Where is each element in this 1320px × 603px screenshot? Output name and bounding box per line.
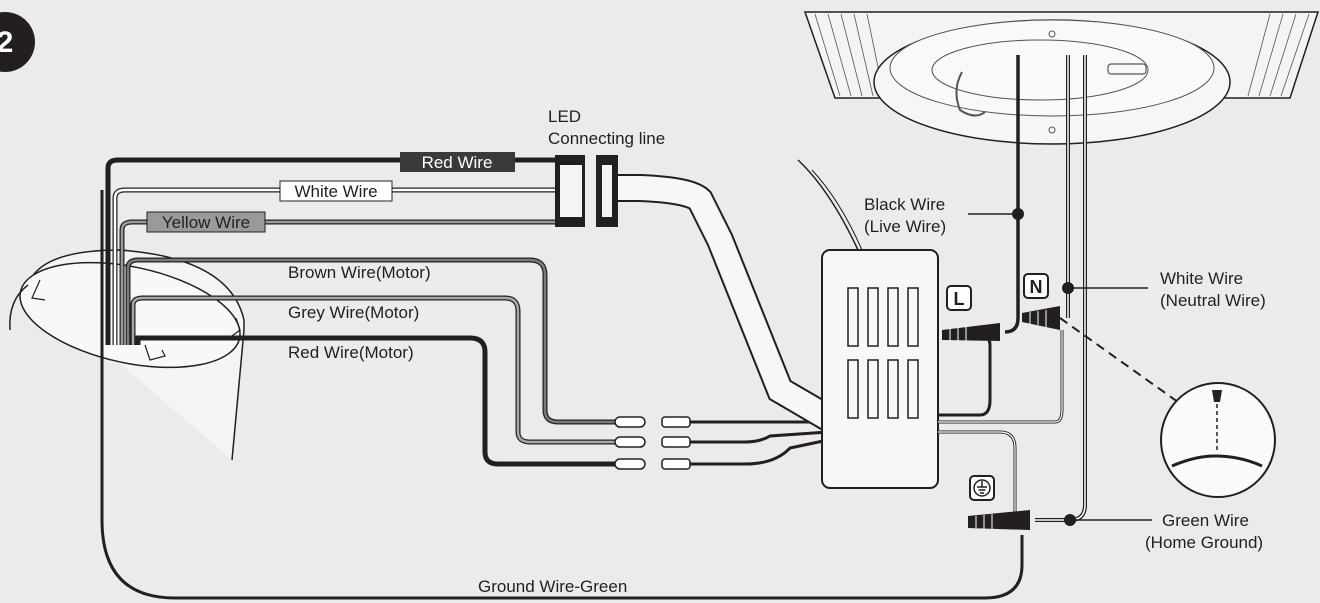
step-badge: 2 xyxy=(0,12,35,72)
yellow-wire-tag: Yellow Wire xyxy=(146,211,266,233)
led-label-line2: Connecting line xyxy=(548,129,665,148)
svg-text:Yellow Wire: Yellow Wire xyxy=(162,213,250,232)
wire-nut-neutral xyxy=(1022,306,1060,330)
wire-nut-live xyxy=(942,323,1000,342)
red-motor-wire xyxy=(135,335,615,467)
red-motor-label: Red Wire(Motor) xyxy=(288,343,414,362)
wire-nut-ground xyxy=(968,510,1030,530)
terminal-l: L xyxy=(946,285,972,311)
detail-magnifier xyxy=(1059,317,1276,498)
white-wire-tag: White Wire xyxy=(279,180,393,202)
ground-symbol-icon xyxy=(969,475,995,501)
svg-text:White Wire: White Wire xyxy=(294,182,377,201)
led-label-line1: LED xyxy=(548,107,581,126)
svg-text:N: N xyxy=(1030,277,1043,297)
motor-connectors xyxy=(614,416,691,470)
ceiling-plate xyxy=(803,11,1320,145)
brown-motor-label: Brown Wire(Motor) xyxy=(288,263,431,282)
white-wire-label-line2: (Neutral Wire) xyxy=(1160,291,1266,310)
black-wire-label-line2: (Live Wire) xyxy=(864,217,946,236)
green-wire-label-line1: Green Wire xyxy=(1162,511,1249,530)
led-connector xyxy=(555,155,836,431)
green-wire-label-line2: (Home Ground) xyxy=(1145,533,1263,552)
black-wire-label-line1: Black Wire xyxy=(864,195,945,214)
white-wire-label-line1: White Wire xyxy=(1160,269,1243,288)
house-black-wire xyxy=(1004,55,1020,334)
grey-motor-label: Grey Wire(Motor) xyxy=(288,303,419,322)
receiver-box xyxy=(797,159,939,489)
red-wire xyxy=(105,157,555,345)
red-wire-tag: Red Wire xyxy=(400,152,515,172)
terminal-n: N xyxy=(1023,273,1049,299)
svg-text:L: L xyxy=(954,289,965,309)
svg-text:Red Wire: Red Wire xyxy=(422,153,493,172)
ground-wire-label: Ground Wire-Green xyxy=(478,577,627,596)
step-number: 2 xyxy=(0,26,13,59)
ground-wire-green xyxy=(100,190,1024,600)
